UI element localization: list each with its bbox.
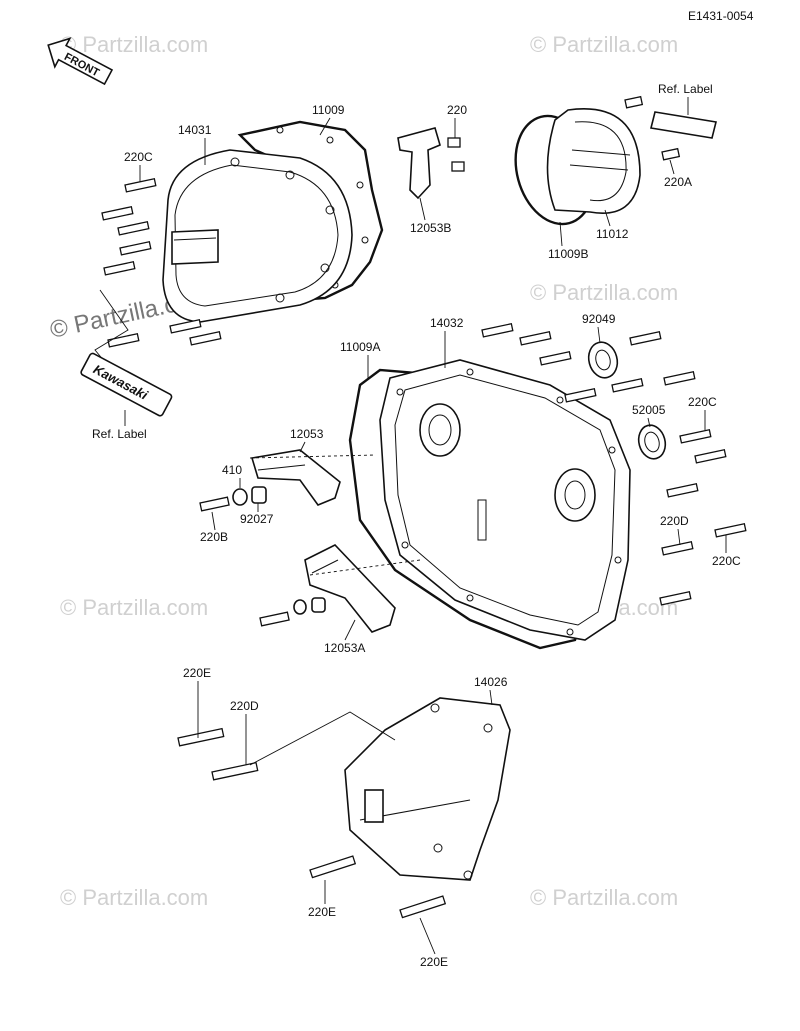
ref-label-plate-right xyxy=(650,111,717,139)
label-220A: 220A xyxy=(664,175,692,189)
sprocket-cover-14026 xyxy=(344,697,511,881)
washer-12053A xyxy=(293,599,307,615)
collar-92027 xyxy=(251,486,267,504)
label-ref-label-right: Ref. Label xyxy=(658,82,713,96)
label-220D-bottom: 220D xyxy=(230,699,259,713)
label-11012: 11012 xyxy=(596,227,629,241)
label-ref-label-left: Ref. Label xyxy=(92,427,147,441)
bolts-crankcase-cover xyxy=(481,322,747,606)
label-11009A: 11009A xyxy=(340,340,380,354)
part-labels: 14031 11009 220 12053B 220C Ref. Label 2… xyxy=(92,82,741,969)
kawasaki-emblem: Kawasaki xyxy=(80,352,173,417)
washer-410 xyxy=(232,488,248,506)
clutch-cover-14031 xyxy=(162,149,353,323)
cover-badge xyxy=(364,789,384,823)
label-220E-2: 220E xyxy=(308,905,336,919)
label-92027: 92027 xyxy=(240,512,274,526)
label-410: 410 xyxy=(222,463,242,477)
watermark: © Partzilla.com xyxy=(530,32,678,57)
leader-lines xyxy=(124,97,727,955)
label-14026: 14026 xyxy=(474,675,508,689)
label-220C-left: 220C xyxy=(124,150,153,164)
watermark: © Partzilla.com xyxy=(530,885,678,910)
label-52005: 52005 xyxy=(632,403,666,417)
label-220B: 220B xyxy=(200,530,228,544)
label-92049: 92049 xyxy=(582,312,616,326)
label-220D-right: 220D xyxy=(660,514,689,528)
bolt-220A-top xyxy=(624,95,644,109)
crankcase-cover-14032 xyxy=(379,359,631,641)
label-220E-3: 220E xyxy=(420,955,448,969)
bolts-220E xyxy=(177,727,447,919)
watermark: © Partzilla.com xyxy=(60,885,208,910)
label-220: 220 xyxy=(447,103,467,117)
label-220C-right-2: 220C xyxy=(712,554,741,568)
diagram-code: E1431-0054 xyxy=(688,9,754,23)
label-14032: 14032 xyxy=(430,316,464,330)
bolt-220A xyxy=(661,147,681,161)
label-12053: 12053 xyxy=(290,427,324,441)
label-12053B: 12053B xyxy=(410,221,451,235)
bolts-220C-left xyxy=(101,177,222,348)
cover-11012 xyxy=(546,108,641,214)
label-14031: 14031 xyxy=(178,123,212,137)
bracket-12053B xyxy=(397,127,465,200)
watermark: © Partzilla.com xyxy=(60,595,208,620)
label-11009: 11009 xyxy=(312,103,345,117)
oil-seal-92049 xyxy=(587,341,619,379)
chain-guide-12053 xyxy=(250,449,341,506)
label-11009B: 11009B xyxy=(548,247,588,261)
bolt-220B xyxy=(199,496,230,512)
oil-seal-52005 xyxy=(637,424,667,460)
watermark: © Partzilla.com xyxy=(60,32,208,57)
label-220C-right-1: 220C xyxy=(688,395,717,409)
bolt-12053A xyxy=(259,611,290,627)
label-12053A: 12053A xyxy=(324,641,365,655)
collar-12053A xyxy=(311,597,326,613)
watermark: © Partzilla.com xyxy=(530,280,678,305)
label-220E-1: 220E xyxy=(183,666,211,680)
chain-guide-12053A xyxy=(304,544,396,633)
